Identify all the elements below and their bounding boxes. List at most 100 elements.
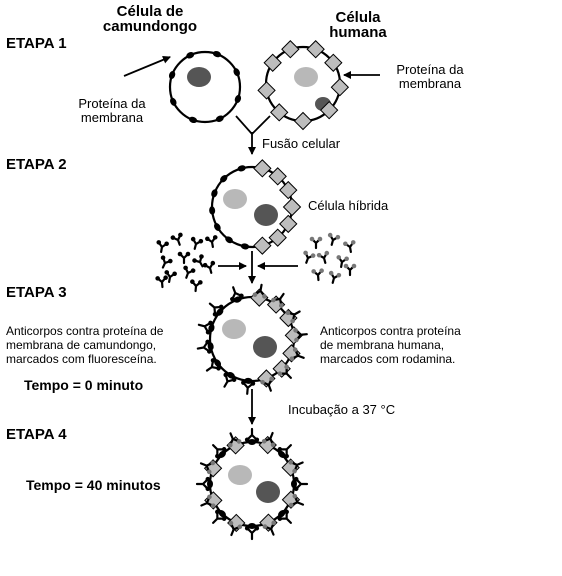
loose-human-antibody-4-label-right (324, 250, 330, 256)
labeled-mouse-protein-0 (227, 372, 235, 379)
mixed-mouse-protein-14 (278, 450, 286, 458)
loose-mouse-antibody-6-label-right (199, 254, 204, 259)
loose-mouse-antibody-10 (155, 275, 168, 289)
bound-human-antibody-1-label-left (278, 303, 284, 308)
mixed-mouse-antibody-8-label-right (205, 486, 211, 492)
loose-mouse-antibody-8-label-left (183, 265, 188, 271)
mixed-mouse-antibody-14 (277, 444, 292, 459)
mixed-mouse-protein-12 (247, 439, 257, 445)
bound-mouse-antibody-4-label-right (212, 311, 218, 317)
human-membrane-protein-6 (293, 111, 313, 131)
mixed-mouse-antibody-2 (277, 509, 292, 524)
loose-mouse-antibody-5-label-left (177, 251, 183, 257)
mixed-mouse-antibody-10-label-right (215, 453, 220, 459)
mixed-mouse-antibody-10 (212, 444, 227, 459)
step-1-label: ETAPA 1 (6, 35, 67, 52)
mixed-human-antibody-3 (262, 520, 276, 536)
labeled-mouse-protein-3 (208, 323, 215, 333)
mouse-membrane-protein-1 (186, 52, 195, 59)
mixed-mouse-antibody-0 (293, 476, 309, 492)
bound-mouse-antibody-0 (223, 372, 237, 388)
labeled-mouse-protein-2 (207, 342, 214, 351)
loose-human-antibody-3 (303, 250, 316, 264)
bound-human-antibody-5 (277, 364, 292, 379)
hybrid-human-protein-3 (282, 197, 302, 217)
hybrid-mouse-protein-0 (225, 236, 233, 244)
mouse-membrane-protein-line1: Proteína da (78, 96, 146, 111)
hybrid-cell-nucleus-mouse (254, 204, 278, 226)
mixed-human-antibody-1 (288, 493, 305, 508)
mixed-human-antibody-5-label-left (228, 520, 234, 526)
loose-mouse-antibody-9-label-right (210, 260, 216, 266)
bound-mouse-antibody-5 (230, 286, 244, 302)
human-antibodies-label: Anticorpos contra proteína de membrana h… (320, 324, 461, 366)
mouse-membrane-protein-0 (168, 70, 176, 80)
mixed-cell-nucleus-mouse (256, 481, 280, 503)
bound-human-antibody-1 (271, 292, 285, 308)
human-cell-title: Célula humana (318, 10, 398, 40)
bound-human-antibody-3 (293, 328, 308, 343)
mixed-mouse-protein-4 (247, 523, 257, 529)
loose-human-antibody-5 (336, 255, 349, 269)
bound-human-antibody-4-label-right (292, 347, 298, 352)
human-antibodies-line3: marcados com rodamina. (320, 352, 456, 366)
loose-mouse-antibody-6 (192, 254, 204, 268)
mouse-cell-title-line2: camundongo (102, 18, 198, 35)
bound-mouse-antibody-4-label-left (218, 304, 224, 310)
fusion-funnel-right (251, 115, 271, 135)
loose-mouse-antibody-9-label-left (202, 262, 208, 268)
loose-mouse-antibody-11-label-right (198, 280, 203, 285)
time-forty-label: Tempo = 40 minutos (26, 477, 161, 493)
mixed-human-antibody-9 (199, 460, 216, 475)
loose-mouse-antibody-4 (160, 255, 173, 269)
bound-human-antibody-3-label-left (294, 337, 299, 343)
mixed-mouse-protein-8 (207, 479, 213, 489)
bound-mouse-antibody-0-label-right (231, 377, 237, 382)
mouse-antibodies-line2: membrana de camundongo, (6, 338, 157, 352)
loose-human-antibody-5-label-right (344, 256, 349, 262)
mixed-mouse-antibody-6-label-left (215, 509, 220, 515)
loose-human-antibody-3-label-left (303, 250, 308, 256)
mixed-mouse-antibody-12-label-right (244, 437, 250, 443)
mixed-human-antibody-13 (261, 431, 276, 448)
loose-mouse-antibody-0-label-right (164, 241, 169, 247)
mixed-mouse-antibody-14-label-right (277, 447, 283, 452)
step-3-label: ETAPA 3 (6, 284, 67, 301)
loose-human-antibody-5-label-left (336, 255, 342, 260)
labeled-mouse-protein-1 (214, 359, 222, 367)
human-antibodies-line2: de membrana humana, (320, 338, 445, 352)
labeled-cell-nucleus-human (222, 319, 246, 339)
human-membrane-protein-7 (270, 103, 289, 122)
mouse-membrane-protein-4 (234, 94, 242, 104)
bound-mouse-antibody-3-label-right (205, 329, 211, 335)
mouse-cell-nucleus (187, 67, 211, 87)
loose-human-antibody-2-label-left (343, 241, 348, 247)
hybrid-cell-nucleus-human (223, 189, 247, 209)
mixed-human-antibody-5 (228, 520, 243, 537)
loose-mouse-antibody-4-shape (161, 256, 172, 269)
loose-mouse-antibody-4-label-right (168, 258, 173, 264)
mixed-mouse-antibody-8-label-left (205, 476, 211, 482)
mixed-human-antibody-13-label-right (261, 438, 267, 444)
hybrid-human-protein-5 (268, 228, 287, 247)
bound-human-antibody-0-label-left (262, 294, 267, 299)
loose-human-antibody-3-label-right (310, 253, 316, 258)
bound-mouse-antibody-2 (196, 339, 212, 354)
loose-mouse-antibody-2-label-right (198, 238, 204, 244)
human-membrane-protein-4 (330, 78, 350, 97)
mixed-mouse-antibody-10-label-left (221, 447, 227, 452)
mixed-mouse-antibody-12 (244, 427, 260, 443)
mouse-antibodies-line1: Anticorpos contra proteína de (6, 324, 164, 338)
mixed-human-antibody-5-label-right (237, 524, 243, 530)
mixed-mouse-protein-6 (218, 510, 226, 518)
loose-human-antibody-7-label-left (328, 270, 334, 276)
hybrid-human-protein-6 (253, 236, 272, 255)
bound-mouse-antibody-2-label-right (207, 349, 212, 354)
labeled-mouse-protein-4 (216, 308, 224, 316)
loose-human-antibody-0 (309, 236, 323, 250)
hybrid-mouse-protein-1 (214, 223, 221, 231)
loose-human-antibody-0-label-left (309, 236, 315, 242)
bound-human-antibody-6-label-left (260, 379, 265, 385)
human-antibodies-line1: Anticorpos contra proteína (320, 324, 461, 338)
bound-mouse-antibody-3-label-left (208, 320, 213, 326)
